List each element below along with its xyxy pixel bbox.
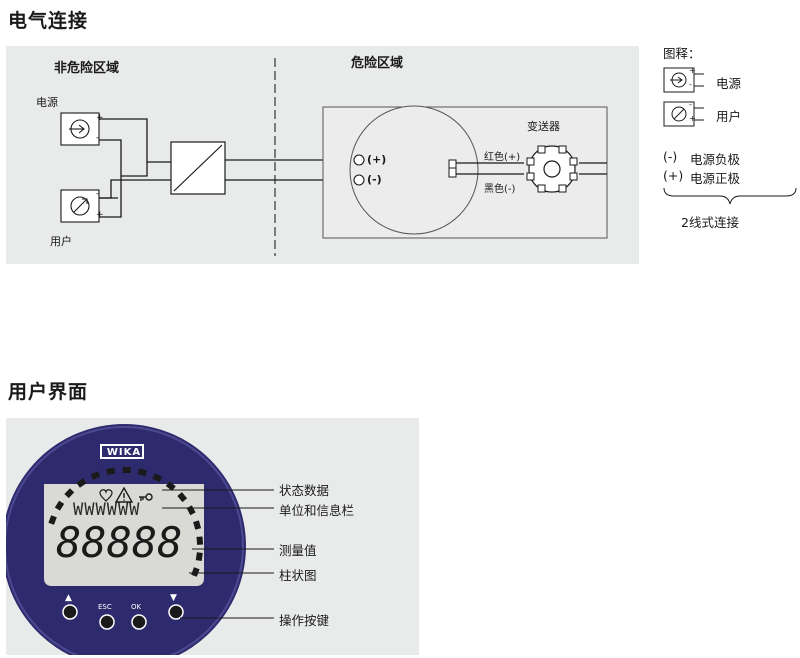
power-supply-label: 电源 xyxy=(36,96,58,109)
warning-icon xyxy=(114,486,134,503)
legend-pos-label: 电源正极 xyxy=(690,171,741,186)
terminal-plus xyxy=(353,154,365,166)
bargraph-segment xyxy=(152,473,163,483)
non-hazardous-area-label: 非危险区域 xyxy=(54,61,120,76)
bargraph-segment xyxy=(76,478,87,488)
hazardous-area-label: 危险区域 xyxy=(351,56,404,71)
legend-neg-label: 电源负极 xyxy=(690,152,741,167)
callout-operating-keys: 操作按键 xyxy=(279,613,330,628)
callout-status-data: 状态数据 xyxy=(279,483,330,498)
bargraph-segments xyxy=(48,466,204,577)
measured-value-digits: 88888 xyxy=(56,518,183,567)
user-minus-sign: - xyxy=(96,189,100,199)
ok-button-circle xyxy=(131,614,147,630)
terminal-plus-label: (+) xyxy=(367,153,387,166)
bargraph-segment xyxy=(196,536,204,545)
lcd-screen xyxy=(44,484,204,586)
legend-ps-plus: + xyxy=(689,66,696,75)
transmitter-housing xyxy=(349,105,479,235)
supply-plus-wire xyxy=(99,118,171,163)
down-button-circle xyxy=(168,604,184,620)
supply-minus-sign: - xyxy=(96,133,100,143)
bargraph-segment xyxy=(191,567,200,577)
heart-icon xyxy=(99,489,113,502)
bargraph-segment xyxy=(122,466,131,474)
esc-button-circle xyxy=(99,614,115,630)
ok-button[interactable]: OK xyxy=(131,603,142,611)
user-label: 用户 xyxy=(50,235,72,248)
legend-brace xyxy=(663,187,797,205)
transmitter-symbol xyxy=(526,145,578,193)
legend-user-label: 用户 xyxy=(716,109,742,124)
bargraph-segment xyxy=(137,468,148,477)
bargraph-segment xyxy=(165,481,176,491)
up-button-circle xyxy=(62,604,78,620)
electrical-connection-title: 电气连接 xyxy=(8,10,89,32)
black-wire-label: 黑色(-) xyxy=(484,184,516,195)
terminal-minus-label: (-) xyxy=(367,173,382,186)
user-minus-wire xyxy=(99,179,171,199)
key-icon xyxy=(139,493,153,501)
legend-symbols xyxy=(663,67,704,127)
bargraph-segment xyxy=(106,467,116,475)
up-button[interactable]: ▲ xyxy=(65,593,72,603)
bargraph-segment xyxy=(54,500,65,511)
legend-pos-symbol: (+) xyxy=(663,168,684,183)
red-wire-label: 红色(+) xyxy=(484,152,521,163)
user-symbol xyxy=(60,189,100,223)
legend-title: 图释： xyxy=(663,46,701,61)
user-plus-wire xyxy=(99,198,122,218)
callout-unit-info: 单位和信息栏 xyxy=(279,503,355,518)
bargraph-segment xyxy=(195,552,203,561)
wika-logo: WIKA xyxy=(106,447,142,458)
bargraph-segment xyxy=(193,520,202,530)
callout-bargraph: 柱状图 xyxy=(279,568,317,583)
legend-user-minus: - xyxy=(689,100,692,109)
down-button[interactable]: ▼ xyxy=(170,593,177,603)
user-interface-title: 用户界面 xyxy=(8,381,89,403)
supply-minus-wire xyxy=(99,139,122,198)
bargraph-segment xyxy=(177,492,188,503)
callout-measured-value: 测量值 xyxy=(279,543,317,558)
legend-two-wire-label: 2线式连接 xyxy=(681,215,739,230)
legend-ps-minus: - xyxy=(689,80,692,89)
bargraph-segment xyxy=(48,515,57,525)
supply-plus-sign: + xyxy=(96,113,104,123)
wiring-diagram xyxy=(60,58,608,256)
legend-power-supply-icon xyxy=(663,67,704,93)
legend-power-supply-label: 电源 xyxy=(716,76,742,91)
legend-neg-symbol: (-) xyxy=(663,149,678,164)
wiring-diagram-panel: 非危险区域 危险区域 电源 用户 + - - + (+) (-) 变送器 红色(… xyxy=(6,46,639,264)
unit-info-segments: WWWWWW xyxy=(73,500,141,520)
display-illustration xyxy=(6,424,274,655)
bargraph-segment xyxy=(64,488,75,499)
legend-user-plus: + xyxy=(689,114,696,123)
terminal-minus xyxy=(353,174,365,186)
user-plus-sign: + xyxy=(96,210,104,220)
legend-user-icon xyxy=(663,101,704,127)
power-supply-symbol xyxy=(60,112,100,146)
isolating-barrier xyxy=(170,141,226,195)
transmitter-label: 变送器 xyxy=(527,120,560,133)
bargraph-segment xyxy=(90,471,101,480)
esc-button[interactable]: ESC xyxy=(98,603,112,611)
